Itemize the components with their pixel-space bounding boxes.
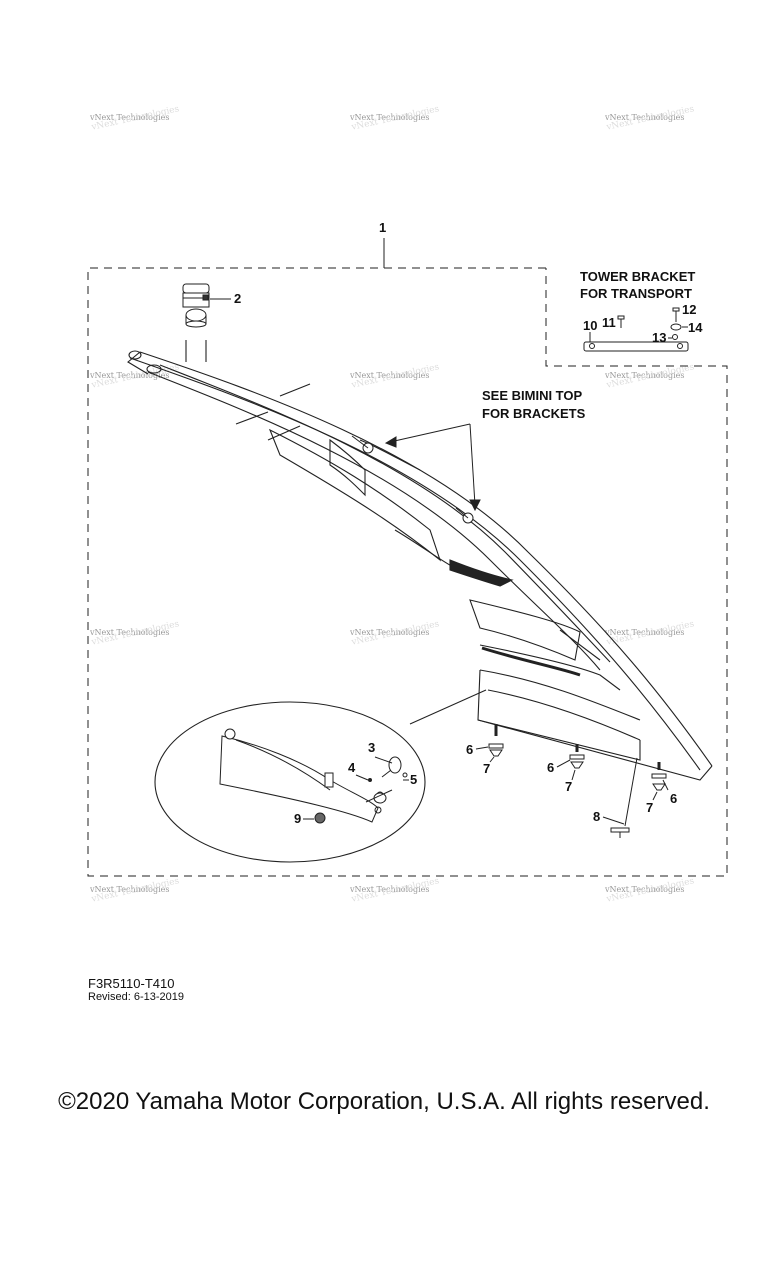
tower-cap-part	[182, 283, 210, 328]
bimini-bracket	[351, 435, 474, 524]
leader-line	[475, 746, 489, 750]
leader-line	[662, 779, 669, 791]
detail-hardware	[314, 756, 408, 824]
transport-bracket	[583, 307, 689, 352]
watermark: vNext Technologies	[89, 628, 169, 637]
callout-7b: 7	[565, 779, 572, 794]
detail-bracket	[219, 728, 382, 823]
callout-8: 8	[593, 809, 600, 824]
bimini-note-line2: FOR BRACKETS	[482, 406, 586, 421]
watermark: vNext Technologies	[604, 885, 684, 894]
drawing-code: F3R5110-T410	[88, 976, 174, 991]
callout-6b: 6	[547, 760, 554, 775]
callout-12: 12	[682, 302, 696, 317]
transport-note-line2: FOR TRANSPORT	[580, 286, 692, 301]
leader-line	[374, 756, 393, 764]
callout-6c: 6	[670, 791, 677, 806]
watermark: vNext Technologies	[89, 885, 169, 894]
watermark: vNext Technologies	[349, 371, 429, 380]
callout-11: 11	[602, 315, 616, 330]
leader-line	[571, 769, 576, 781]
callout-5: 5	[410, 772, 417, 787]
leader-line	[652, 791, 658, 801]
callout-14: 14	[688, 320, 703, 335]
watermark: vNext Technologies	[604, 628, 684, 637]
leader-line	[602, 816, 625, 825]
callout-3: 3	[368, 740, 375, 755]
watermark: vNext Technologies	[89, 113, 169, 122]
detail-view-ellipse	[154, 701, 426, 863]
watermark: vNext Technologies	[349, 628, 429, 637]
leader-arrows	[384, 423, 481, 512]
leader-line	[489, 756, 495, 763]
callout-7c: 7	[646, 800, 653, 815]
callout-4: 4	[348, 760, 356, 775]
callout-7a: 7	[483, 761, 490, 776]
watermark: vNext Technologies	[604, 113, 684, 122]
watermark: vNext Technologies	[349, 885, 429, 894]
assembly-boundary	[87, 267, 728, 877]
callout-13: 13	[652, 330, 666, 345]
callout-2: 2	[234, 291, 241, 306]
copyright-notice: ©2020 Yamaha Motor Corporation, U.S.A. A…	[58, 1088, 710, 1115]
callout-1: 1	[379, 220, 386, 235]
callout-9: 9	[294, 811, 301, 826]
revision-date: Revised: 6-13-2019	[88, 991, 184, 1003]
tower-arch	[127, 340, 713, 781]
leader-line	[355, 774, 369, 781]
leader-line	[556, 759, 571, 768]
watermark: vNext Technologies	[89, 371, 169, 380]
watermark-group: vNext Technologies vNext Technologies vNe…	[89, 104, 696, 905]
callout-10: 10	[583, 318, 597, 333]
callout-6a: 6	[466, 742, 473, 757]
watermark: vNext Technologies	[604, 371, 684, 380]
mount-hardware	[488, 724, 667, 838]
watermark: vNext Technologies	[349, 113, 429, 122]
bimini-note-line1: SEE BIMINI TOP	[482, 388, 582, 403]
transport-note-line1: TOWER BRACKET	[580, 269, 695, 284]
leader-line	[409, 689, 487, 725]
